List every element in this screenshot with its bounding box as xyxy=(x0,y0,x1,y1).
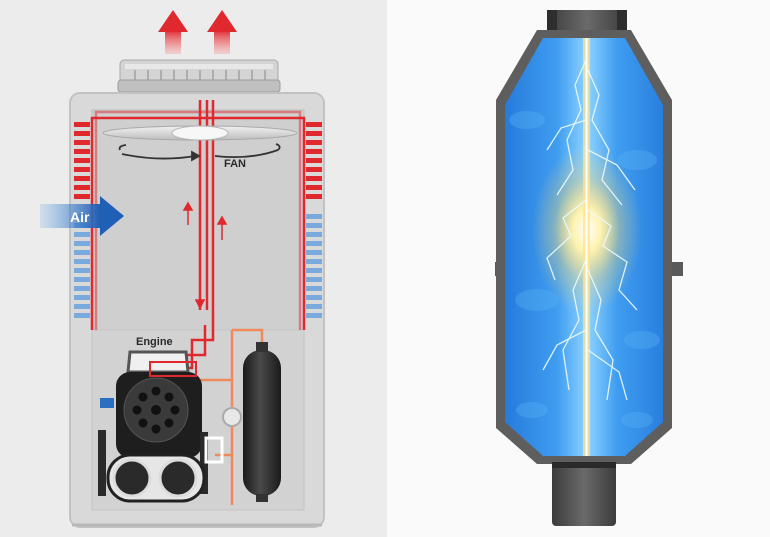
fan-rotation-arrows xyxy=(118,143,281,162)
air-intake-arrow xyxy=(40,196,124,236)
engine xyxy=(98,350,224,503)
heat-pump-diagram: FAN Air Engine xyxy=(40,10,325,528)
fan-housing xyxy=(117,59,281,93)
accumulator-tank xyxy=(243,342,281,502)
right-flange xyxy=(669,262,683,276)
air-label: Air xyxy=(70,209,90,225)
heat-exchanger-fins-right xyxy=(306,122,322,318)
water-chamber xyxy=(505,38,663,456)
discharge-chamber-panel xyxy=(387,0,770,537)
outlet-pipe xyxy=(552,462,616,526)
exhaust-arrow-right xyxy=(207,10,237,54)
electric-arcs xyxy=(542,59,638,401)
fan-blade xyxy=(102,125,298,141)
fan-label: FAN xyxy=(224,158,246,170)
heat-pump-panel: FAN Air Engine xyxy=(0,0,387,537)
engine-label: Engine xyxy=(136,336,173,348)
discharge-chamber-diagram xyxy=(495,10,683,526)
exhaust-arrow-left xyxy=(158,10,188,54)
cabinet-inner-chamber xyxy=(91,109,305,331)
pressure-gauge xyxy=(222,407,242,427)
flow-arrows xyxy=(182,201,228,310)
